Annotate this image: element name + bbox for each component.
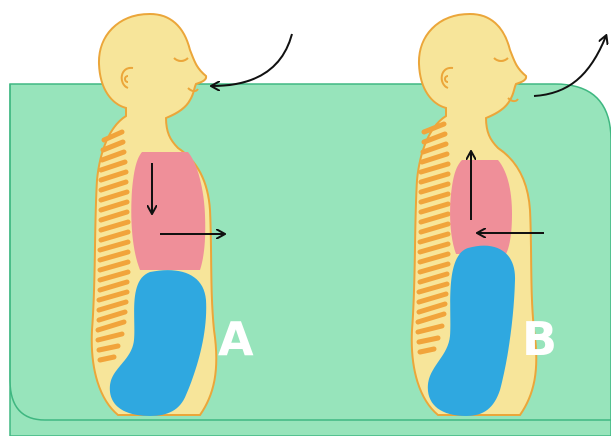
lungs-a	[131, 152, 205, 270]
label-a: A	[218, 312, 254, 366]
label-b: B	[522, 312, 557, 366]
lungs-b	[450, 160, 512, 254]
inhale-arrow	[212, 34, 292, 86]
